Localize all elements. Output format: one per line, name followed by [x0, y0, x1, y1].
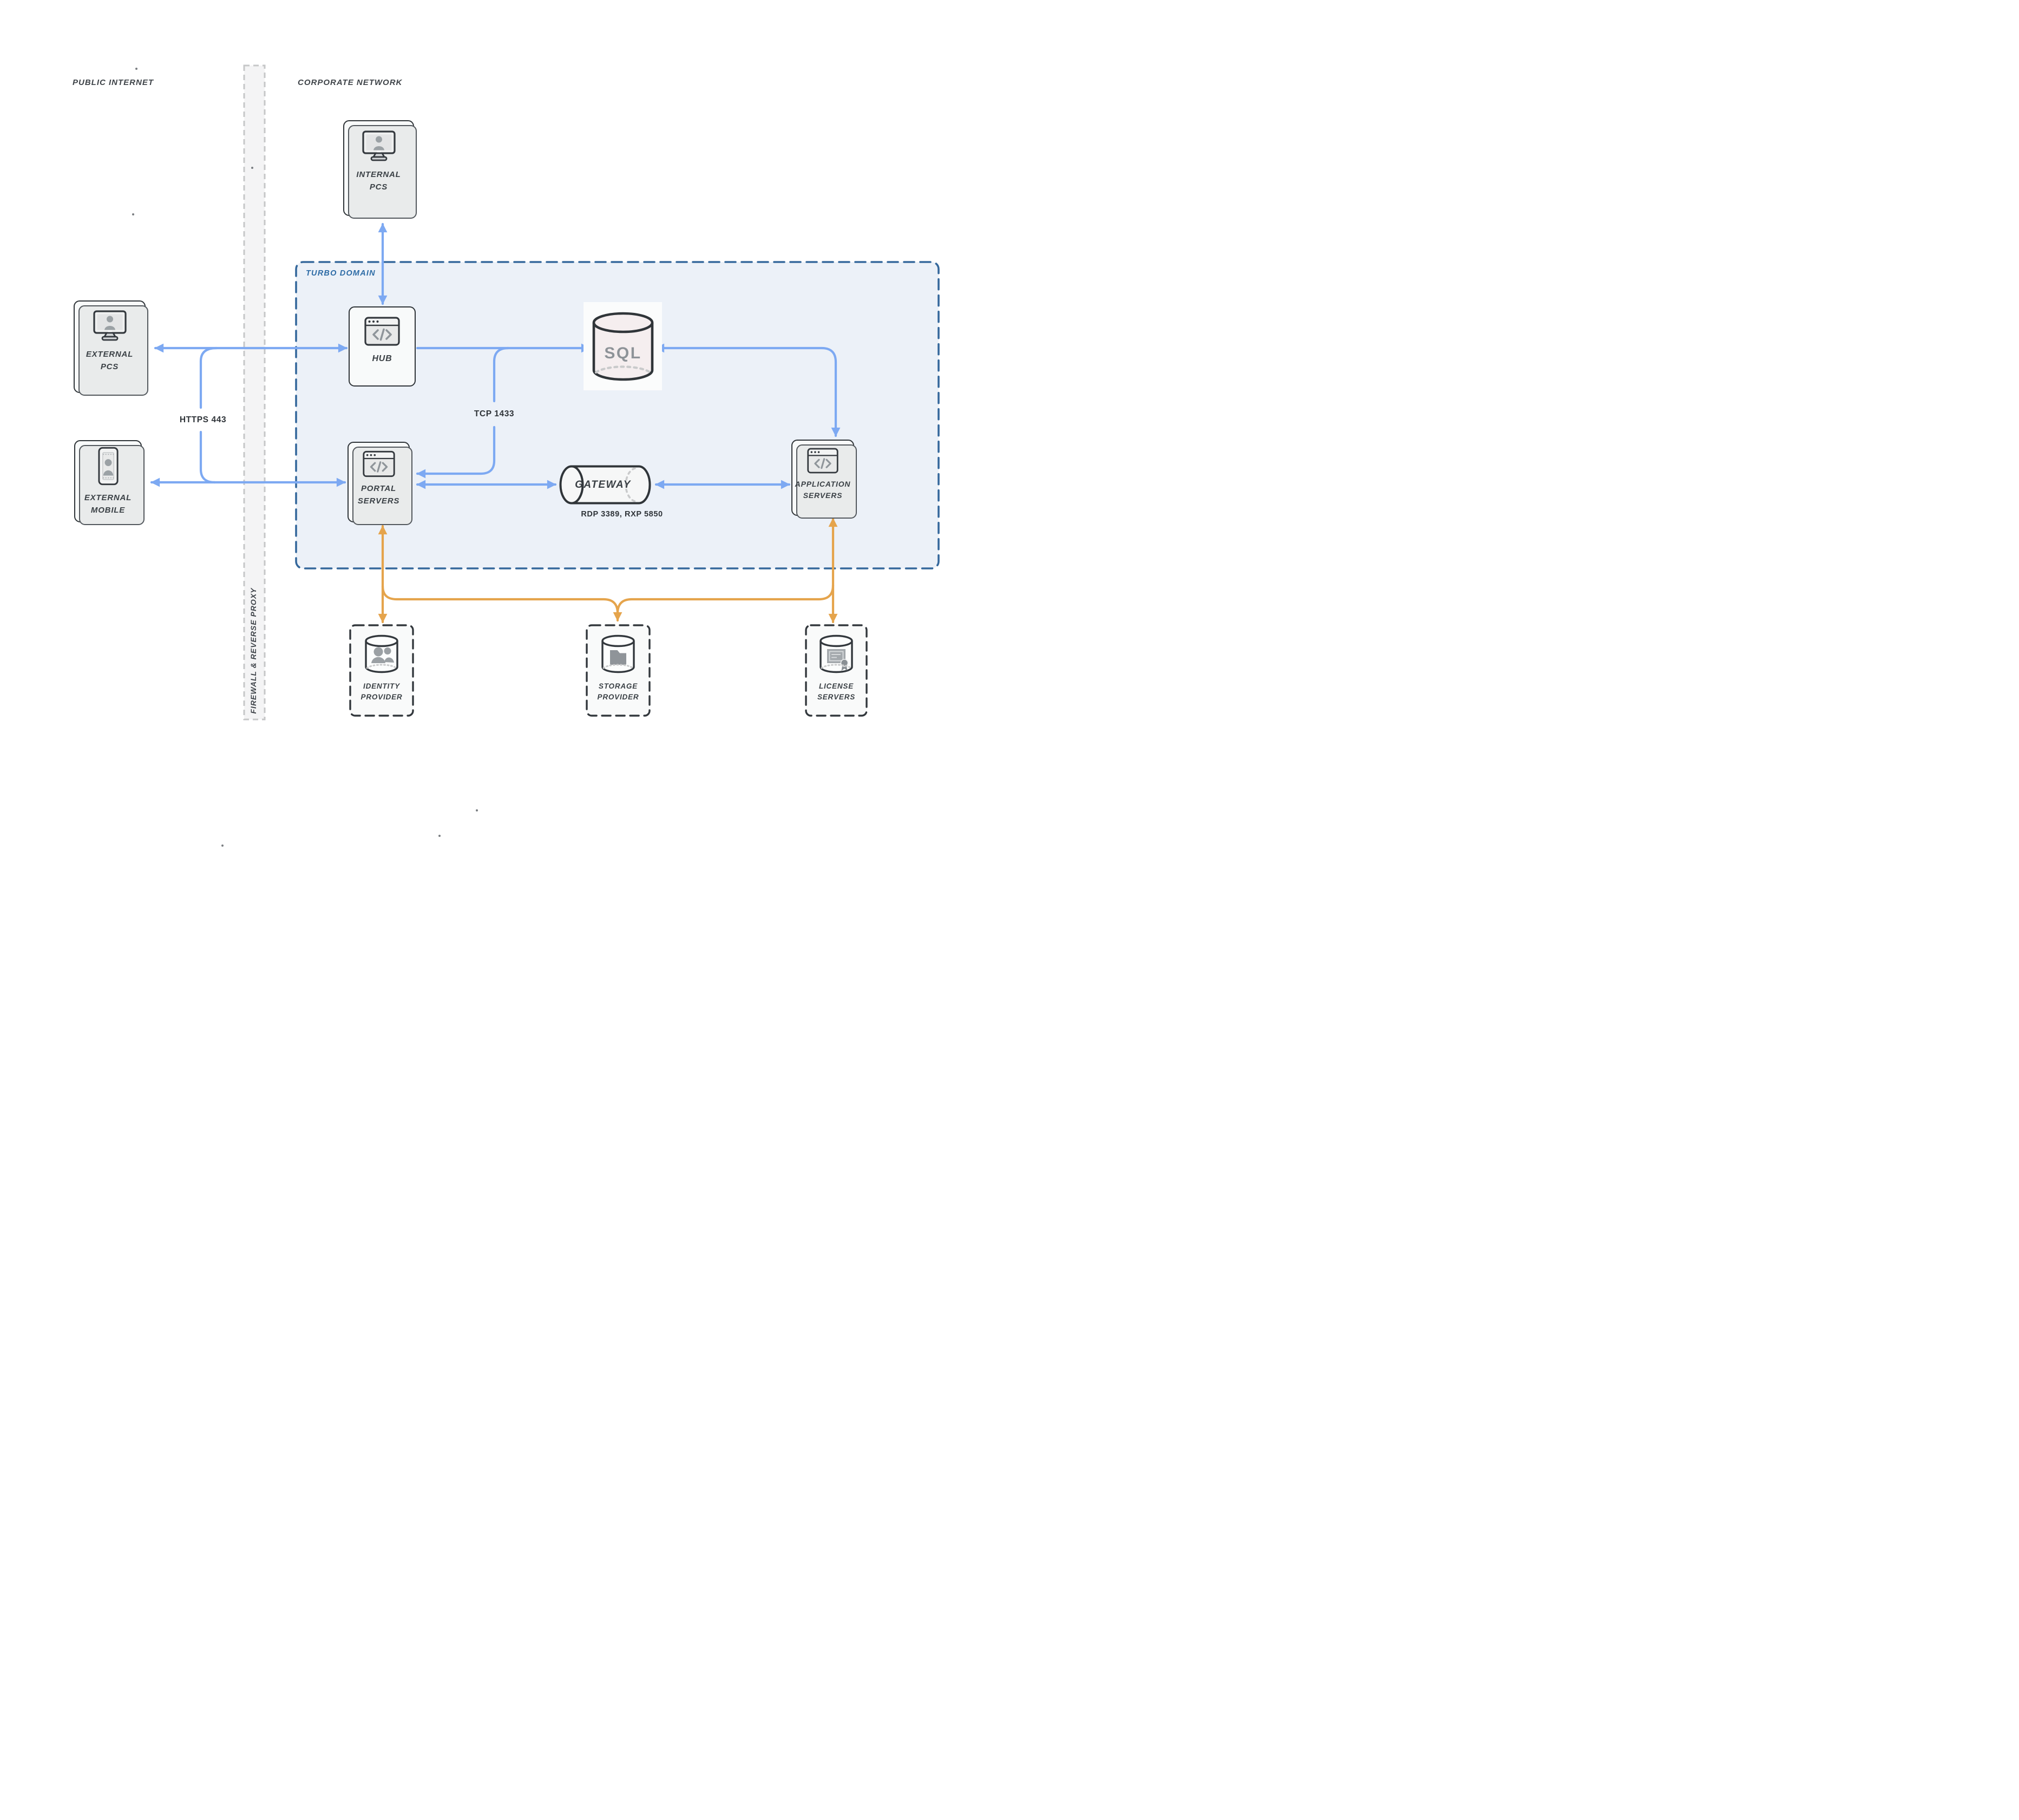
gateway-node: GATEWAY: [558, 464, 652, 505]
portal-servers-node: PORTAL SERVERS: [348, 442, 412, 525]
identity-provider-label: IDENTITY PROVIDER: [360, 682, 403, 702]
firewall-label: FIREWALL & REVERSE PROXY: [249, 587, 258, 714]
gateway-ports-label: RDP 3389, RXP 5850: [581, 510, 663, 519]
connector-layer: [132, 64, 940, 847]
pipe-cylinder-icon: [559, 465, 651, 505]
external-mobile-label: EXTERNAL MOBILE: [84, 493, 132, 515]
hub-label: HUB: [372, 354, 392, 363]
turbo-domain-zone: [295, 261, 940, 569]
connector-sql-appservers: [654, 343, 841, 437]
folder-database-icon: [601, 634, 635, 673]
certificate-database-icon: [820, 634, 853, 673]
connector-https-trunk: [199, 346, 218, 484]
sql-database-node: SQL: [584, 302, 662, 390]
firewall-bar: [243, 64, 266, 721]
speck-dots: [132, 68, 478, 847]
public-internet-label: PUBLIC INTERNET: [73, 78, 154, 87]
browser-code-icon: [362, 450, 395, 477]
database-cylinder-icon: SQL: [592, 312, 653, 381]
monitor-user-icon: [93, 310, 127, 341]
license-servers-node: LICENSE SERVERS: [806, 625, 867, 716]
turbo-domain-label: TURBO DOMAIN: [306, 269, 376, 278]
license-servers-label: LICENSE SERVERS: [817, 682, 856, 702]
monitor-user-icon: [362, 130, 396, 161]
connector-tcp-portal: [417, 346, 510, 474]
mobile-user-icon: [97, 447, 119, 486]
browser-code-icon: [807, 448, 838, 474]
application-servers-node: APPLICATION SERVERS: [791, 440, 857, 519]
sql-label: SQL: [604, 344, 641, 362]
gateway-label: GATEWAY: [575, 479, 631, 490]
external-pcs-node: EXTERNAL PCS: [74, 300, 148, 396]
tcp-1433-label: TCP 1433: [474, 409, 515, 418]
storage-provider-label: STORAGE PROVIDER: [597, 682, 639, 702]
internal-pcs-node: INTERNAL PCS: [343, 120, 417, 219]
internal-pcs-label: INTERNAL PCS: [356, 170, 401, 192]
https-443-label: HTTPS 443: [179, 415, 227, 424]
users-database-icon: [365, 634, 398, 673]
network-architecture-diagram: PUBLIC INTERNET CORPORATE NETWORK TURBO …: [0, 0, 1010, 910]
portal-servers-label: PORTAL SERVERS: [357, 484, 400, 506]
hub-node: HUB: [349, 306, 416, 387]
identity-provider-node: IDENTITY PROVIDER: [350, 625, 413, 716]
external-pcs-label: EXTERNAL PCS: [86, 350, 134, 371]
storage-provider-node: STORAGE PROVIDER: [587, 625, 650, 716]
external-mobile-node: EXTERNAL MOBILE: [74, 440, 145, 525]
browser-code-icon: [364, 317, 400, 346]
corporate-network-label: CORPORATE NETWORK: [298, 78, 403, 87]
application-servers-label: APPLICATION SERVERS: [795, 480, 851, 500]
connector-storage-branch: [381, 585, 622, 622]
connector-orange-horizontal: [616, 584, 835, 615]
